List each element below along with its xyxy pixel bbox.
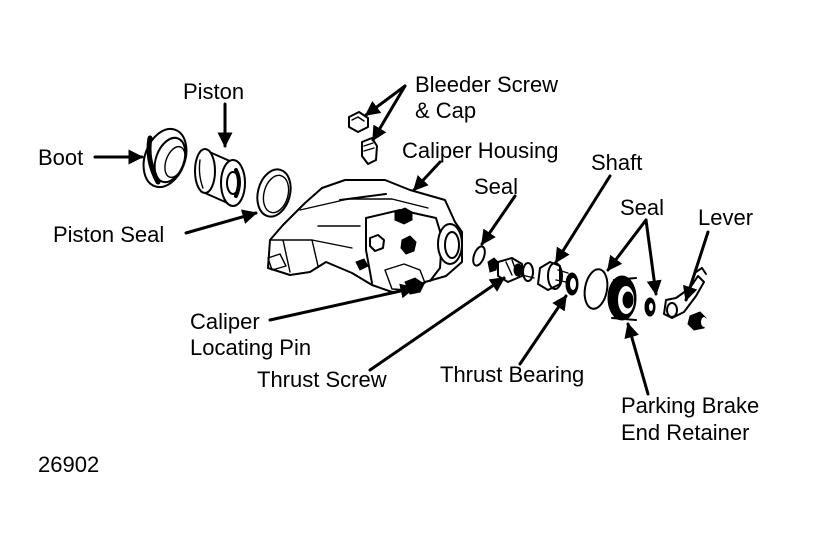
piston-part (194, 148, 246, 207)
shaft-part (537, 261, 569, 291)
label-parking-retainer-line1: Parking Brake (621, 393, 759, 418)
label-bleeder-line2: & Cap (415, 98, 476, 123)
seal-inner-part (472, 245, 486, 267)
seal-outer-part (583, 268, 609, 310)
label-locating-pin-line1: Caliper (190, 309, 260, 334)
caliper-housing-part (267, 179, 463, 295)
thrust-screw-part (487, 257, 535, 283)
label-thrust-bearing: Thrust Bearing (440, 362, 584, 387)
label-piston: Piston (183, 79, 244, 104)
small-seal-part (644, 297, 656, 317)
lever-nut-part (687, 311, 707, 331)
boot-part (142, 127, 188, 189)
bleeder-screw-part (348, 111, 378, 165)
figure-number: 26902 (38, 452, 99, 477)
label-thrust-screw: Thrust Screw (257, 367, 387, 392)
leader-lines (93, 84, 710, 396)
labels: Piston Boot Piston Seal Bleeder Screw & … (38, 72, 759, 477)
label-seal-inner: Seal (474, 174, 518, 199)
label-shaft: Shaft (591, 150, 642, 175)
parking-brake-end-retainer-part (607, 275, 637, 321)
label-seal-outer: Seal (620, 195, 664, 220)
label-bleeder-line1: Bleeder Screw (415, 72, 558, 97)
piston-seal-part (256, 168, 292, 218)
label-boot: Boot (38, 145, 83, 170)
lever-part (663, 267, 707, 319)
label-lever: Lever (698, 205, 753, 230)
label-locating-pin-line2: Locating Pin (190, 335, 311, 360)
label-piston-seal: Piston Seal (53, 222, 164, 247)
label-parking-retainer-line2: End Retainer (621, 420, 749, 445)
thrust-bearing-part (565, 272, 579, 296)
label-caliper-housing: Caliper Housing (402, 138, 559, 163)
